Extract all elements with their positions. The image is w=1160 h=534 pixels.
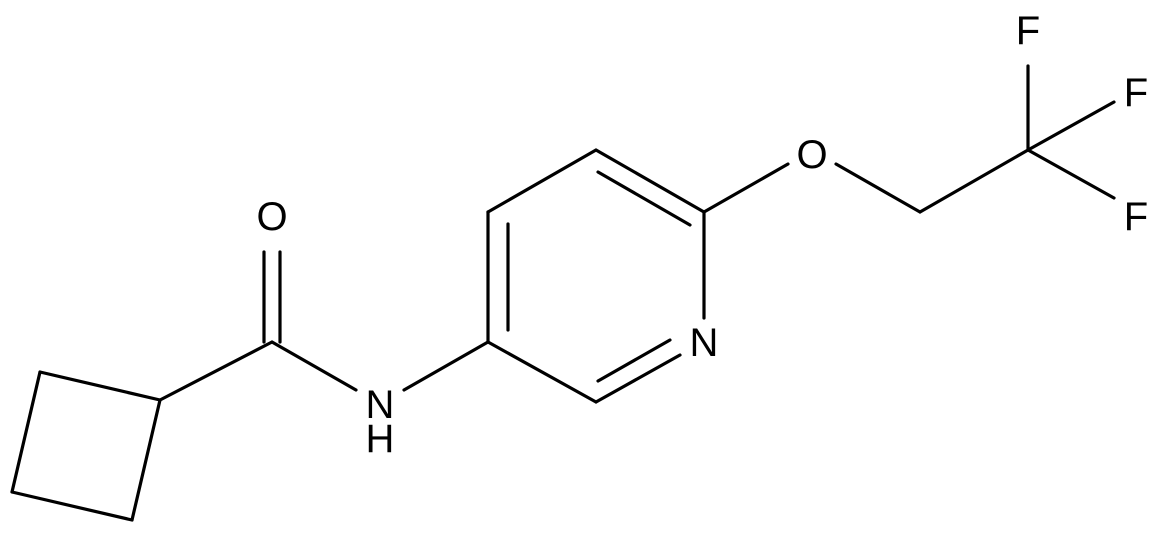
bond-ch2-cf3 [918, 148, 1030, 214]
bond-cb-3 [10, 490, 134, 522]
bond-py-c5-c6 [594, 148, 706, 214]
pyridine-ring [486, 148, 706, 404]
bond-carbonyl-n [270, 340, 358, 392]
bond-n-pyridine [402, 340, 490, 392]
amide-hydrogen-label: H [366, 417, 395, 461]
bond-c-f-bottom [1026, 148, 1116, 200]
bond-py-c2-c3 [486, 340, 598, 404]
bond-o-ch2 [834, 162, 922, 214]
carbonyl-oxygen-label: O [256, 195, 287, 239]
fluorine-top-label: F [1016, 9, 1040, 53]
amide-group [158, 250, 490, 402]
bond-py-c4-c5 [486, 148, 598, 214]
pyridine-nitrogen-label: N [690, 321, 719, 365]
bond-cb-2 [130, 398, 162, 522]
cyclobutane-ring [10, 370, 162, 522]
ether-oxygen-label: O [796, 133, 827, 177]
bond-c-f-right [1026, 100, 1116, 152]
bond-cb-4 [10, 370, 42, 494]
bond-py-n-c2-inner [596, 338, 672, 383]
bond-c6-o [702, 162, 790, 214]
trifluoroethoxy-chain [702, 64, 1116, 214]
bond-py-c5-c6-inner [596, 170, 692, 227]
fluorine-right-label: F [1124, 71, 1148, 115]
bond-ring-carbonyl [158, 340, 274, 402]
amide-nitrogen-label: N [366, 383, 395, 427]
fluorine-bottom-label: F [1124, 195, 1148, 239]
bond-cb-1 [38, 370, 162, 402]
bond-py-n-c2 [594, 353, 682, 404]
